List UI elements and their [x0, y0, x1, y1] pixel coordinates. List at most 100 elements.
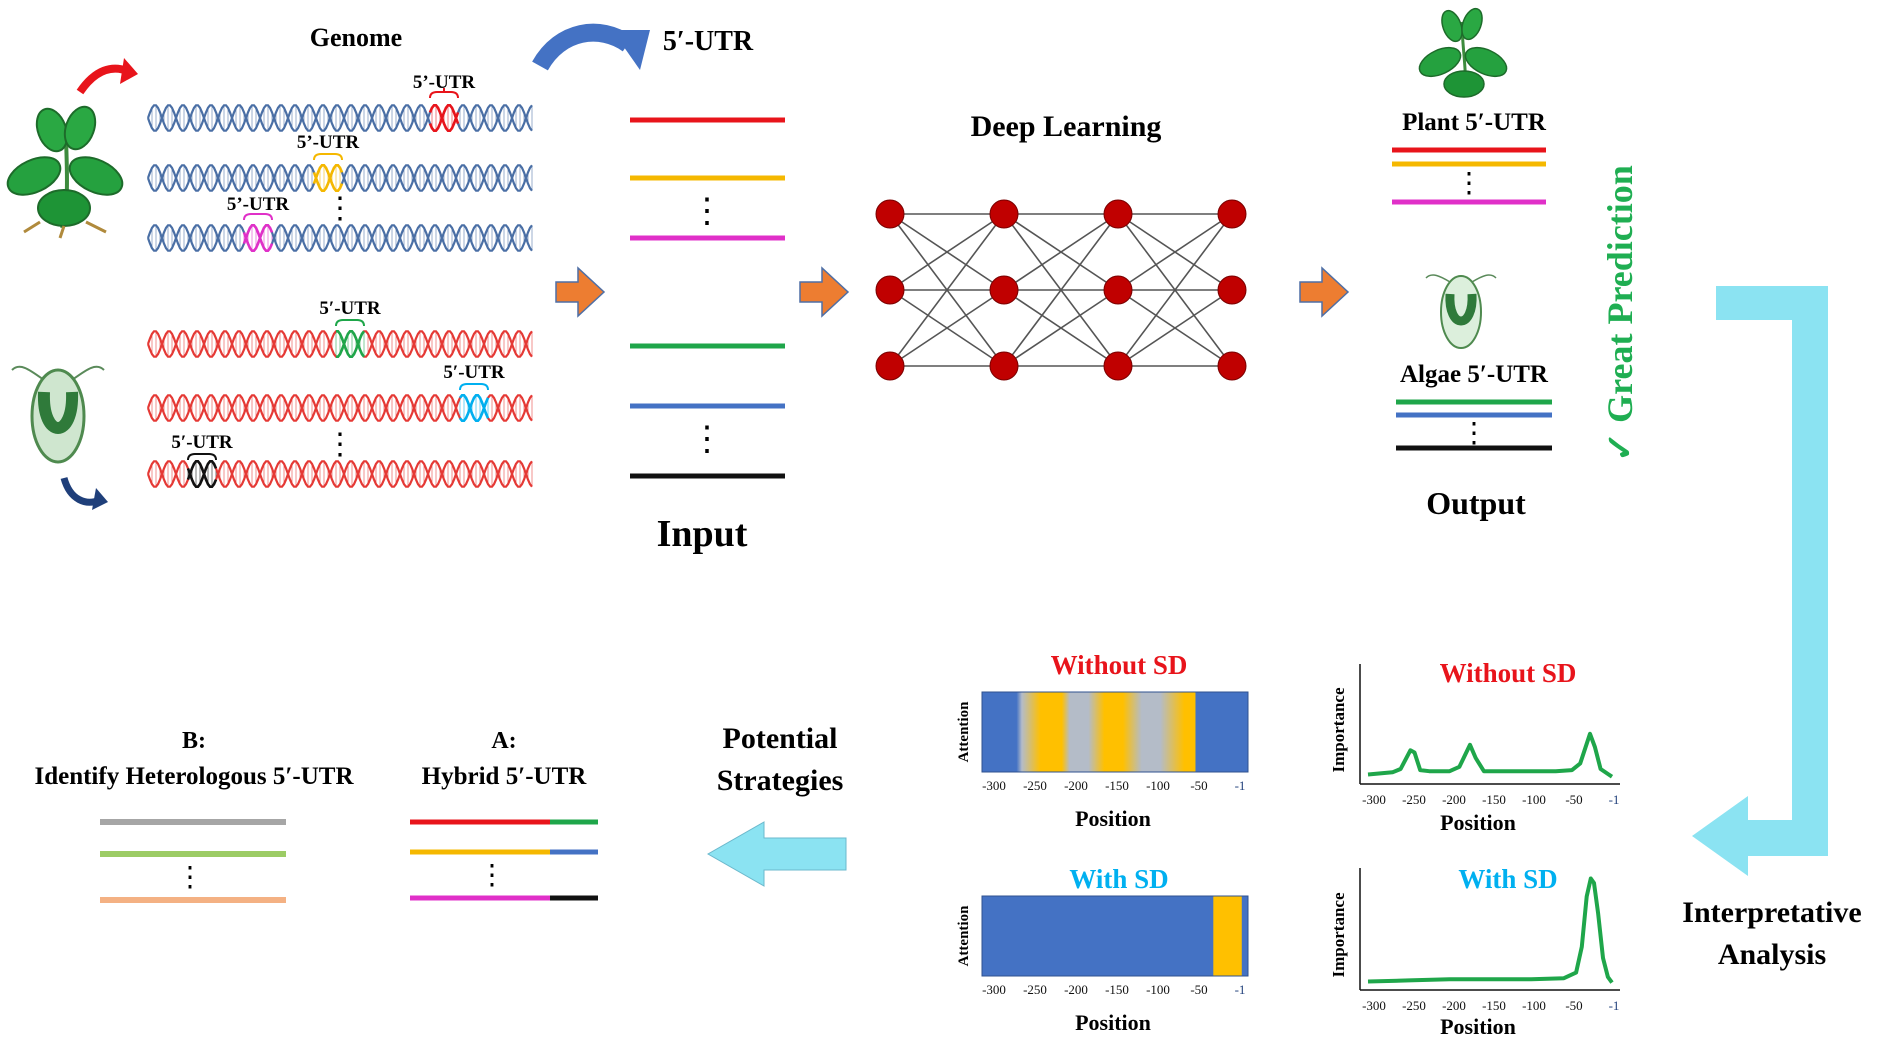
heatmap-x-tick: -200 — [1064, 778, 1088, 793]
input-sequence-list: ⋮ ⋮ — [630, 117, 785, 479]
dna-utr-label: 5′-UTR — [171, 432, 233, 453]
dna-ellipsis: ⋮ — [325, 192, 355, 225]
line-chart-ylabel: Importance — [1329, 687, 1348, 772]
dna-utr-segment — [458, 394, 490, 422]
nn-edge — [1117, 213, 1233, 367]
dna-strand — [146, 224, 533, 252]
line-chart-title: With SD — [1458, 864, 1557, 894]
neural-network — [875, 199, 1247, 381]
algae-icon — [11, 365, 105, 464]
interpretation-charts: Without SD Attention -300 -250 -200 -150 -100 -… — [956, 650, 1620, 1039]
dna-utr-segment — [312, 164, 344, 192]
interpretative-label: Interpretative — [1682, 896, 1861, 929]
deep-learning-title: Deep Learning — [971, 110, 1162, 143]
heatmap-border — [981, 691, 1249, 773]
nn-edge — [889, 289, 1005, 367]
nn-node — [1217, 199, 1247, 229]
genome-dna-strands — [146, 104, 533, 488]
line-chart-title: Without SD — [1440, 658, 1577, 688]
dna-utr-segment — [428, 104, 460, 132]
utr-brace — [335, 319, 365, 327]
input-title: Input — [657, 513, 748, 555]
importance-line-chart: With SD Importance -300 -250 -200 -150 -100 -50… — [1329, 864, 1620, 1039]
input-ellipsis: ⋮ — [690, 421, 724, 458]
line-chart-x-tick: -200 — [1442, 998, 1466, 1013]
dna-strand — [146, 460, 533, 488]
line-chart-x-tick: -100 — [1522, 792, 1546, 807]
dna-utr-segment — [336, 330, 366, 358]
heatmap-x-tick: -1 — [1235, 982, 1246, 997]
heatmap-x-tick: -1 — [1235, 778, 1246, 793]
dna-utr-label: 5’-UTR — [413, 72, 476, 93]
heatmap-x-tick: -150 — [1105, 778, 1129, 793]
interpretation-elbow-arrow — [1692, 286, 1828, 876]
heatmap-x-tick: -100 — [1146, 982, 1170, 997]
utr-brace — [313, 153, 343, 161]
line-chart-xlabel: Position — [1440, 1014, 1516, 1039]
strategy-b-title: B: — [182, 728, 206, 754]
curved-red-arrowhead — [120, 58, 138, 84]
line-chart-x-tick: -100 — [1522, 998, 1546, 1013]
dna-backbone — [146, 104, 533, 132]
dna-utr-label: 5′-UTR — [319, 298, 381, 319]
algae-output-icon — [1425, 274, 1497, 349]
line-chart-ylabel: Importance — [1329, 892, 1348, 977]
nn-node — [989, 351, 1019, 381]
line-chart-x-tick: -250 — [1402, 998, 1426, 1013]
heatmap-x-tick: -50 — [1190, 982, 1207, 997]
algae-output-ellipsis: ⋮ — [1460, 418, 1488, 449]
nn-edge — [1003, 289, 1119, 367]
line-chart-x-tick: -200 — [1442, 792, 1466, 807]
line-chart-x-tick: -1 — [1609, 998, 1620, 1013]
strategy-b-subtitle: Identify Heterologous 5′-UTR — [34, 763, 354, 790]
hybrid-ellipsis: ⋮ — [478, 860, 506, 891]
potential-strategies-label: Potential — [723, 722, 838, 755]
dna-utr-label: 5’-UTR — [227, 194, 290, 215]
dna-utr-segment — [336, 330, 366, 358]
curved-big-blue-arrowhead — [612, 30, 650, 70]
potential-strategies-label: Strategies — [717, 764, 844, 797]
attention-heatmap: Without SDAttention-300-250-200-150-100-… — [956, 650, 1249, 831]
heatmap-band — [1213, 896, 1243, 976]
nn-edge — [889, 213, 1005, 291]
nn-node — [875, 351, 905, 381]
attention-heatmap: With SDAttention-300-250-200-150-100-50-… — [956, 864, 1249, 1035]
line-chart-x-tick: -150 — [1482, 792, 1506, 807]
line-chart-x-tick: -50 — [1565, 998, 1582, 1013]
dna-strand — [146, 164, 533, 192]
interpretative-label: Analysis — [1718, 938, 1826, 971]
heatmap-title: With SD — [1069, 864, 1168, 894]
arrow-right-icon — [1299, 266, 1350, 318]
line-chart-x-tick: -150 — [1482, 998, 1506, 1013]
dna-utr-segment — [242, 224, 274, 252]
dna-ellipsis: ⋮ — [325, 428, 355, 461]
nn-node — [989, 275, 1019, 305]
input-utr-title: 5′-UTR — [663, 26, 754, 57]
plant-output-icon — [1418, 7, 1508, 98]
importance-line-chart: Without SDImportance-300-250-200-150-100… — [1329, 658, 1620, 835]
algae-utr-title: Algae 5′-UTR — [1400, 361, 1549, 388]
nn-edge — [1117, 289, 1233, 367]
heatmap-band — [982, 692, 1248, 772]
nn-node — [875, 199, 905, 229]
genome-title: Genome — [310, 23, 402, 52]
dna-utr-segment — [242, 224, 274, 252]
nn-edge — [889, 213, 1005, 367]
line-chart-x-tick: -300 — [1362, 998, 1386, 1013]
heatmap-x-tick: -150 — [1105, 982, 1129, 997]
nn-edge — [1117, 213, 1233, 291]
dna-utr-segment — [186, 460, 218, 488]
dna-backbone — [146, 224, 533, 252]
output-title: Output — [1426, 485, 1526, 521]
utr-brace — [187, 453, 217, 461]
nn-node — [1103, 275, 1133, 305]
nn-node — [1103, 199, 1133, 229]
nn-node — [1217, 351, 1247, 381]
heatmap-x-tick: -200 — [1064, 982, 1088, 997]
nn-node — [875, 275, 905, 305]
line-chart-xlabel: Position — [1440, 810, 1516, 835]
utr-brace — [459, 383, 489, 391]
heatmap-ylabel: Attention — [956, 905, 972, 966]
input-ellipsis: ⋮ — [690, 193, 724, 230]
